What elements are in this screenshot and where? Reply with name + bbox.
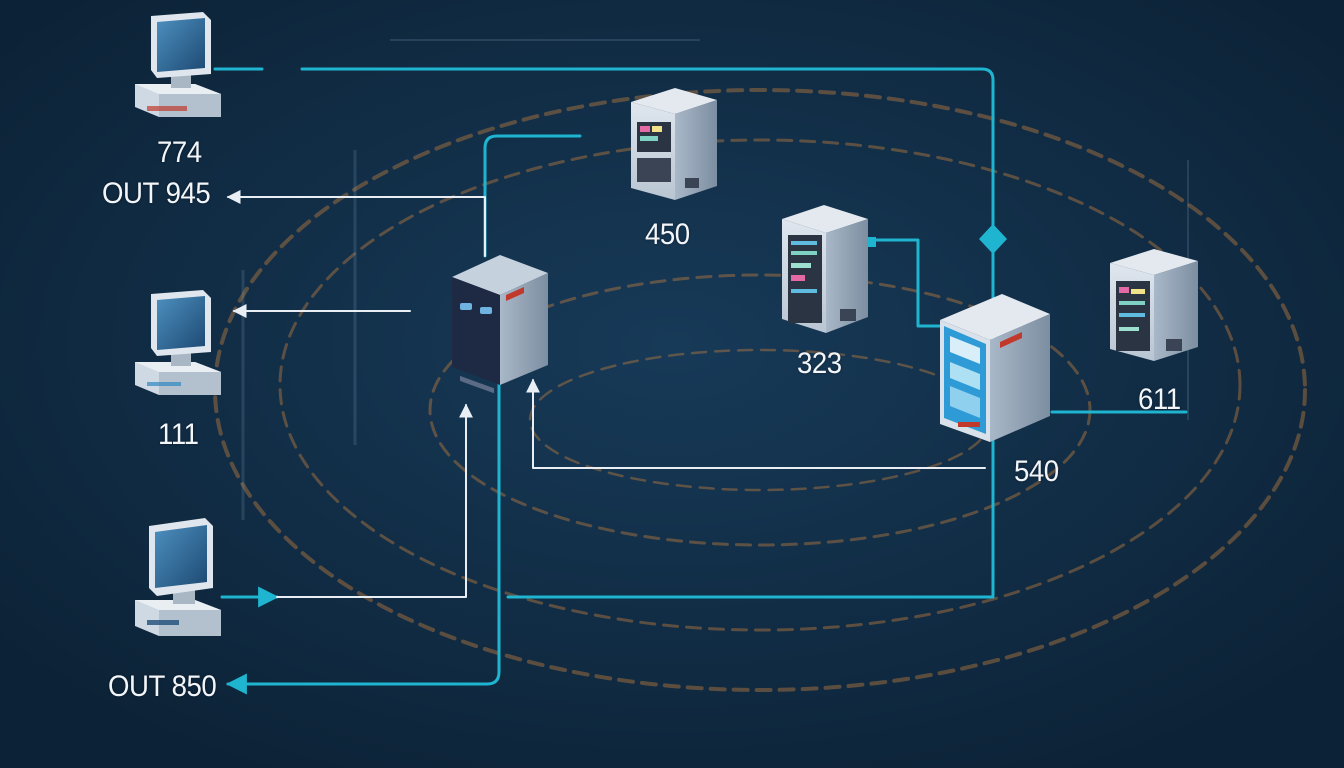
label-pc-top: 774 xyxy=(157,136,202,169)
server-tower-icon xyxy=(452,255,548,394)
cyan-links xyxy=(213,67,1188,695)
orbit-ring-middle xyxy=(278,138,1242,632)
label-server-323: 323 xyxy=(797,347,842,380)
label-out-850: OUT 850 xyxy=(108,670,217,703)
arrow-pc-bottom-to-central xyxy=(276,403,473,598)
link-out-850 xyxy=(225,383,501,695)
link-323-540 xyxy=(870,238,947,328)
white-arrows xyxy=(226,190,986,598)
link-top-bus xyxy=(213,67,995,597)
label-pc-mid: 111 xyxy=(158,418,199,451)
orbit-ring-inner xyxy=(428,273,1092,547)
label-out-945: OUT 945 xyxy=(102,177,211,210)
server-cabinet-icon xyxy=(940,294,1050,442)
arrow-540-to-central xyxy=(526,378,986,469)
link-central-up xyxy=(483,134,582,258)
label-server-611: 611 xyxy=(1138,383,1181,416)
server-rack-icon xyxy=(631,88,717,200)
desktop-computer-icon xyxy=(135,518,221,636)
server-rack-icon xyxy=(1110,249,1198,361)
desktop-computer-icon xyxy=(135,290,221,395)
server-rack-icon xyxy=(782,205,876,333)
desktop-computer-icon xyxy=(135,12,221,117)
junction-diamond xyxy=(979,224,1007,254)
arrow-out-945 xyxy=(226,190,486,257)
label-server-450: 450 xyxy=(645,218,690,251)
label-server-540: 540 xyxy=(1014,455,1059,488)
